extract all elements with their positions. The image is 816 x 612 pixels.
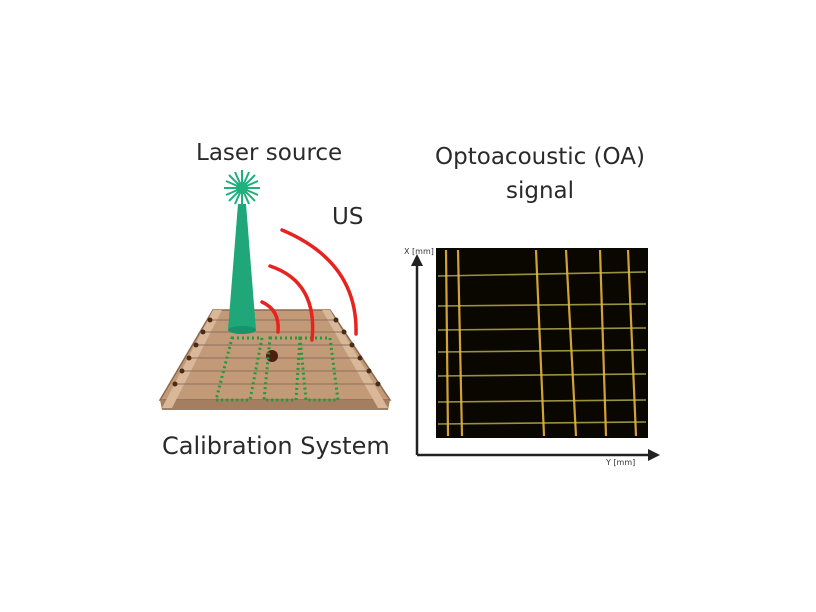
calibration-system-label: Calibration System <box>162 432 390 460</box>
oa-signal-label-line2: signal <box>505 178 575 204</box>
oa-signal-label-line1: Optoacoustic (OA) <box>435 144 645 170</box>
y-axis-label: Y [mm] <box>606 458 636 467</box>
laser-source-label: Laser source <box>196 140 343 166</box>
oa-signal-image <box>436 248 648 438</box>
x-axis-label: X [mm] <box>404 247 434 256</box>
oa-signal-label: Optoacoustic (OA) signal <box>430 140 650 208</box>
axes <box>411 254 660 461</box>
laser-source-icon <box>224 170 260 334</box>
calibration-board <box>158 309 392 410</box>
center-marker <box>266 350 278 362</box>
ultrasound-waves-icon <box>260 228 358 342</box>
us-label: US <box>332 204 364 230</box>
